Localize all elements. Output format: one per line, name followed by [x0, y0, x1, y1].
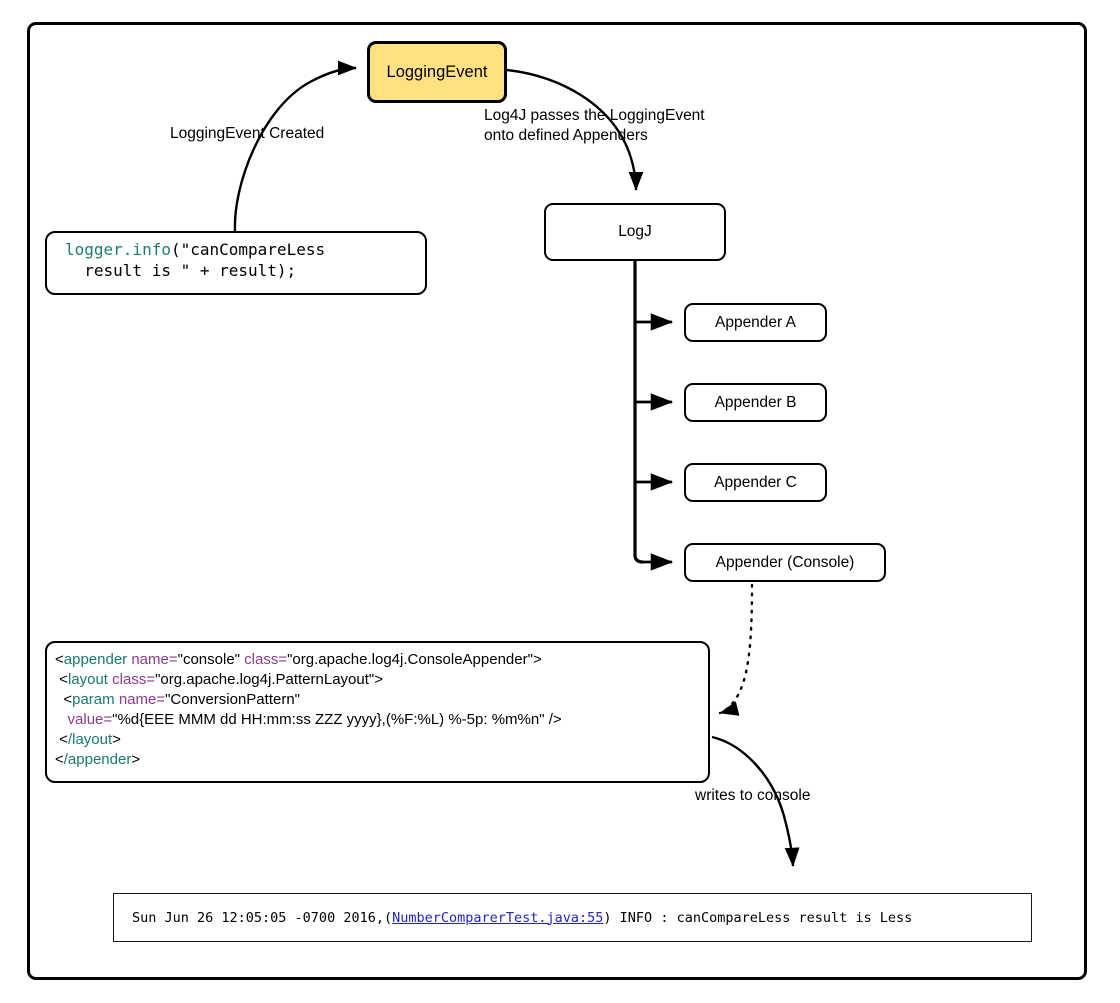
node-appender-console-label: Appender (Console) [715, 553, 855, 571]
xml-token-tag: /appender [63, 750, 132, 768]
xml-config-box[interactable]: <appender name="console" class="org.apac… [45, 641, 710, 783]
edge-label-log4j-passes: Log4J passes the LoggingEvent onto defin… [484, 107, 705, 144]
xml-token-punc: > [112, 730, 121, 748]
xml-token-val: "org.apache.log4j.ConsoleAppender" [287, 651, 533, 668]
code-line2: result is " + result); [65, 261, 297, 281]
xml-token-val: "console" [177, 651, 245, 668]
xml-token-attr: name= [118, 690, 166, 708]
xml-token-val: "%d{EEE MMM dd HH:mm:ss ZZZ yyyy},(%F:%L… [112, 710, 562, 728]
node-appender-b-label: Appender B [714, 393, 797, 411]
xml-token-attr: value= [67, 710, 113, 728]
xml-token-punc: > [131, 750, 141, 768]
xml-token-punc: < [59, 730, 68, 748]
xml-config-line: </appender> [55, 750, 708, 770]
xml-config-line: <param name="ConversionPattern" [55, 690, 708, 710]
xml-token-punc: < [55, 750, 64, 768]
node-appender-b[interactable]: Appender B [684, 383, 827, 422]
xml-token-tag: param [72, 690, 115, 708]
xml-config-line: </layout> [55, 730, 708, 750]
xml-token-punc: < [59, 670, 68, 688]
xml-token-punc: < [55, 651, 64, 668]
node-appender-a[interactable]: Appender A [684, 303, 827, 342]
console-output-suffix: ) INFO : canCompareLess result is Less [603, 909, 913, 926]
xml-token-punc: > [532, 651, 542, 668]
xml-token-val: "org.apache.log4j.PatternLayout" [155, 670, 375, 688]
xml-token-attr: name= [131, 651, 178, 668]
xml-config-line: <layout class="org.apache.log4j.PatternL… [55, 670, 708, 690]
console-output-prefix: Sun Jun 26 12:05:05 -0700 2016,( [132, 909, 393, 926]
node-logj-label: LogJ [618, 223, 652, 241]
code-logger-call: logger.info [65, 240, 171, 259]
node-logging-event[interactable]: LoggingEvent [367, 41, 507, 103]
xml-token-punc: < [63, 690, 73, 708]
node-appender-console[interactable]: Appender (Console) [684, 543, 886, 582]
console-output-box[interactable]: Sun Jun 26 12:05:05 -0700 2016,(NumberCo… [113, 893, 1032, 942]
xml-config-line: value="%d{EEE MMM dd HH:mm:ss ZZZ yyyy},… [55, 710, 708, 730]
node-appender-c[interactable]: Appender C [684, 463, 827, 502]
xml-config-line: <appender name="console" class="org.apac… [55, 650, 708, 670]
xml-token-attr: class= [112, 670, 156, 688]
xml-token-tag: layout [67, 670, 108, 688]
xml-token-tag: appender [63, 651, 128, 668]
xml-token-punc: > [374, 670, 383, 688]
diagram-outer-frame [27, 22, 1087, 980]
code-line1-rest: ("canCompareLess [170, 240, 326, 259]
java-code-snippet-box[interactable]: logger.info("canCompareLess result is " … [45, 231, 427, 295]
node-appender-c-label: Appender C [714, 473, 797, 491]
xml-token-val: "ConversionPattern" [165, 690, 300, 708]
node-logging-event-label: LoggingEvent [386, 62, 488, 81]
node-logj[interactable]: LogJ [544, 203, 726, 261]
xml-token-tag: /layout [67, 730, 113, 748]
edge-label-logging-event-created: LoggingEvent Created [170, 125, 325, 142]
xml-token-attr: class= [244, 651, 288, 668]
console-output-source-link[interactable]: NumberComparerTest.java:55 [392, 909, 604, 926]
node-appender-a-label: Appender A [714, 313, 796, 331]
edge-label-writes-to-console: writes to console [695, 787, 811, 804]
